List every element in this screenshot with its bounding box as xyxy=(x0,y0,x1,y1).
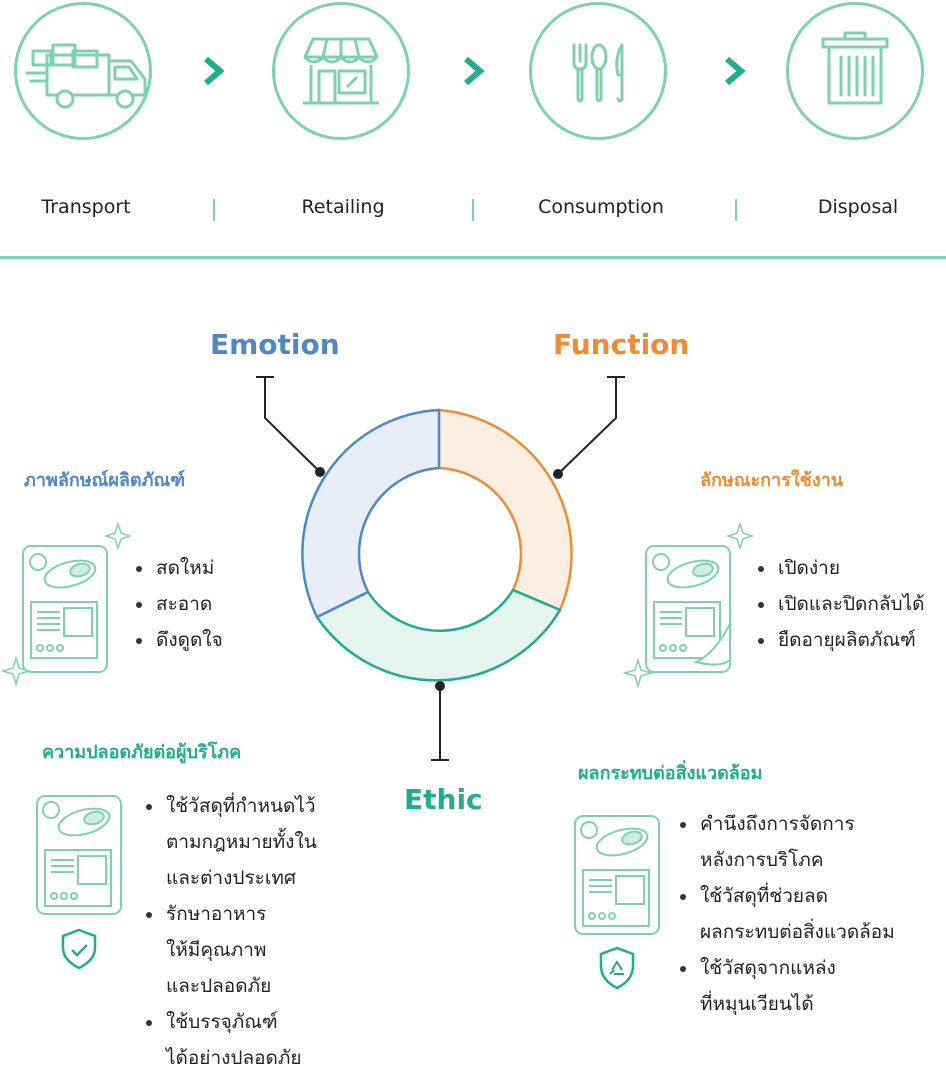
donut-segment-emotion xyxy=(301,408,441,619)
step-consumption xyxy=(529,2,667,140)
label-function: Function xyxy=(553,328,690,361)
trash-icon xyxy=(821,31,889,105)
list-item: ใช้บรรจุภัณฑ์ได้อย่างปลอดภัย xyxy=(144,1004,317,1076)
step-transport xyxy=(14,2,152,140)
step-label-transport: Transport xyxy=(41,196,131,218)
chevron-right-icon xyxy=(464,56,485,86)
connector-dot xyxy=(315,467,325,477)
section-title-safety: ความปลอดภัยต่อผู้บริโภค xyxy=(42,742,242,763)
divider xyxy=(0,256,946,259)
chevron-right-icon xyxy=(204,56,225,86)
list-item: ใช้วัสดุที่ช่วยลดผลกระทบต่อสิ่งแวดล้อม xyxy=(678,878,895,950)
package-icon xyxy=(574,815,660,990)
truck-icon xyxy=(25,43,147,109)
list-item: ใช้วัสดุจากแหล่งที่หมุนเวียนได้ xyxy=(678,950,895,1022)
list-item: ดึงดูดใจ xyxy=(134,622,223,658)
separator xyxy=(213,199,215,221)
package-icon xyxy=(0,521,130,687)
list-item: ยืดอายุผลิตภัณฑ์ xyxy=(756,622,925,658)
connector-dot xyxy=(553,469,563,479)
donut-segment-ethic xyxy=(315,588,562,682)
package-open-icon xyxy=(622,521,755,689)
list-environment: คำนึงถึงการจัดการหลังการบริโภค ใช้วัสดุท… xyxy=(678,806,895,1022)
step-retailing xyxy=(272,2,410,140)
list-image: สดใหม่ สะอาด ดึงดูดใจ xyxy=(134,550,223,658)
step-label-consumption: Consumption xyxy=(538,196,664,218)
list-item: สะอาด xyxy=(134,586,223,622)
section-title-feature: ลักษณะการใช้งาน xyxy=(700,470,844,491)
list-feature: เปิดง่าย เปิดและปิดกลับได้ ยืดอายุผลิตภั… xyxy=(756,550,925,658)
connector-emotion xyxy=(256,376,321,473)
list-item: คำนึงถึงการจัดการหลังการบริโภค xyxy=(678,806,895,878)
connector-dot xyxy=(435,681,445,691)
label-emotion: Emotion xyxy=(210,328,340,361)
list-item: เปิดง่าย xyxy=(756,550,925,586)
list-item: รักษาอาหารให้มีคุณภาพและปลอดภัย xyxy=(144,896,317,1004)
sparkle-icon xyxy=(0,655,32,687)
cutlery-icon xyxy=(572,43,624,103)
step-label-retailing: Retailing xyxy=(301,196,385,218)
list-item: ใช้วัสดุที่กำหนดไว้ตามกฎหมายทั้งในและต่า… xyxy=(144,788,317,896)
sparkle-icon xyxy=(622,657,654,689)
separator xyxy=(735,199,737,221)
section-title-environment: ผลกระทบต่อสิ่งแวดล้อม xyxy=(578,763,763,784)
shield-recycle-icon xyxy=(599,946,635,990)
step-label-disposal: Disposal xyxy=(817,196,899,218)
sparkle-icon xyxy=(725,521,755,551)
donut-segment-function xyxy=(437,408,573,612)
section-title-image: ภาพลักษณ์ผลิตภัณฑ์ xyxy=(24,470,186,491)
connector-ethic xyxy=(431,686,449,761)
sparkle-icon xyxy=(103,521,130,551)
chevron-right-icon xyxy=(725,56,746,86)
connector-function xyxy=(557,376,625,475)
package-icon xyxy=(36,795,122,970)
label-ethic: Ethic xyxy=(404,783,483,816)
step-disposal xyxy=(786,2,924,140)
list-item: เปิดและปิดกลับได้ xyxy=(756,586,925,622)
list-safety: ใช้วัสดุที่กำหนดไว้ตามกฎหมายทั้งในและต่า… xyxy=(144,788,317,1076)
separator xyxy=(472,199,474,221)
shield-check-icon xyxy=(61,928,97,970)
store-icon xyxy=(303,37,379,105)
list-item: สดใหม่ xyxy=(134,550,223,586)
